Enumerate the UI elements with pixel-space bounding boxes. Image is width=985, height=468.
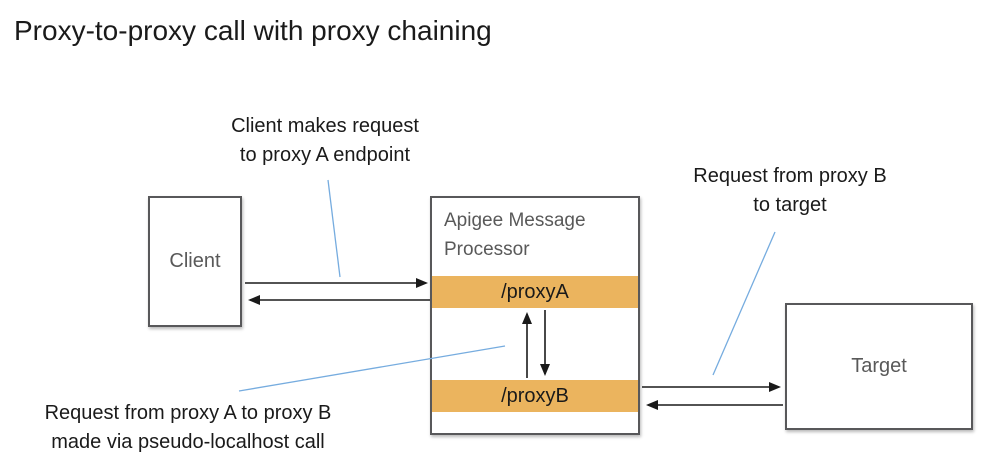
- annotation-proxyb-to-target: Request from proxy B to target: [693, 165, 887, 216]
- apigee-message-processor-node: Apigee Message Processor /proxyA /proxyB: [430, 196, 640, 435]
- proxyb-label: /proxyB: [501, 384, 569, 407]
- callout-line-client-request-icon: [327, 179, 341, 278]
- apigee-label: Apigee Message Processor: [444, 210, 586, 260]
- page-title: Proxy-to-proxy call with proxy chaining: [14, 15, 492, 46]
- client-label: Client: [169, 250, 221, 272]
- annotation-proxya-to-proxyb: Request from proxy A to proxy B made via…: [44, 402, 332, 453]
- target-label: Target: [851, 355, 907, 377]
- proxya-endpoint-bar: /proxyA: [432, 276, 638, 308]
- client-node: Client: [148, 196, 242, 327]
- proxyb-endpoint-bar: /proxyB: [432, 380, 638, 412]
- proxya-label: /proxyA: [501, 280, 569, 303]
- target-node: Target: [785, 303, 973, 430]
- callout-line-proxyb-to-target-icon: [712, 231, 776, 376]
- annotation-client-request: Client makes request to proxy A endpoint: [231, 115, 419, 166]
